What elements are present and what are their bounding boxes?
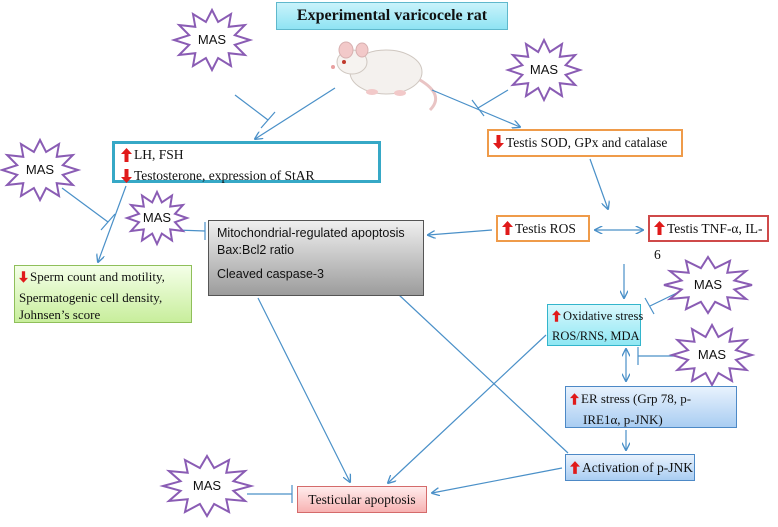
testicular-apoptosis-text: Testicular apoptosis [308,492,416,507]
oxidative-line-1: Oxidative stress [563,309,644,323]
arrow-jnk-to-apoptosis [432,467,563,493]
mas-label-2: MAS [529,62,559,77]
arrow-rat-to-antioxidants [431,89,520,127]
er-stress-box: ER stress (Grp 78, p- IRE1α, p-JNK) [565,386,737,428]
hormones-line-2: Testosterone, expression of StAR [134,168,315,183]
sperm-line-2: Spermatogenic cell density, [19,289,163,305]
arrow-antioxidants-to-ros [589,158,608,209]
inhibit-mas-antioxidants-bar [471,99,485,117]
cytokines-box: Testis TNF-α, IL-6 [648,215,769,262]
hormones-line-1: LH, FSH [134,147,184,162]
red-up-arrow-icon [570,392,579,411]
er-line-1: ER stress (Grp 78, p- [581,391,692,406]
inhibit-mas-sperm-bar [100,213,116,231]
er-line-2: IRE1α, p-JNK) [583,412,663,427]
inhibit-mas-hormones [234,94,269,121]
inhibitors-layer [61,89,686,503]
inhibit-mas-antioxidants [477,89,509,109]
sperm-line-3: Johnsen’s score [19,307,101,322]
mito-line-2: Bax:Bcl2 ratio [217,243,295,257]
mito-apoptosis-box: Mitochondrial-regulated apoptosis Bax:Bc… [208,220,424,296]
mas-stars-layer [0,7,756,518]
cytokines-text: Testis TNF-α, IL-6 [654,221,763,262]
antioxidants-box: Testis SOD, GPx and catalase [487,129,683,157]
title-text: Experimental varicocele rat [296,7,488,24]
title-box: Experimental varicocele rat [276,2,508,30]
mas-star-5 [663,255,753,315]
red-up-arrow-icon [552,309,561,328]
arrow-hormones-to-sperm [98,185,127,262]
mas-star-4 [123,189,191,247]
mito-line-1: Mitochondrial-regulated apoptosis [217,226,405,240]
inhibit-mas-sperm [61,187,109,223]
mito-line-3: Cleaved caspase-3 [217,267,325,281]
arrow-mito-to-apoptosis [257,297,350,482]
mas-star-7 [159,454,255,518]
mas-label-1: MAS [197,32,227,47]
red-down-arrow-icon [493,134,504,158]
arrow-rat-to-hormones [255,87,336,139]
mas-star-6 [668,322,756,388]
sperm-box: Sperm count and motility, Spermatogenic … [14,265,192,323]
testis-ros-box: Testis ROS [496,215,590,242]
mas-label-4: MAS [142,210,172,225]
mas-star-3 [0,137,82,203]
oxidative-line-2: ROS/RNS, MDA [552,329,640,343]
mas-label-3: MAS [25,162,55,177]
mas-label-5: MAS [693,277,723,292]
red-down-arrow-icon [121,169,132,188]
mas-label-7: MAS [192,478,222,493]
testis-ros-text: Testis ROS [515,221,576,236]
mas-star-1 [170,7,254,73]
rat-image [331,41,438,112]
antioxidants-text: Testis SOD, GPx and catalase [506,135,668,150]
jnk-text: Activation of p-JNK [582,460,693,475]
jnk-box: Activation of p-JNK [565,454,695,481]
oxidative-stress-box: Oxidative stress ROS/RNS, MDA [547,304,644,346]
red-up-arrow-icon [121,148,132,167]
mas-label-6: MAS [697,347,727,362]
mas-star-2 [504,37,584,103]
testicular-apoptosis-box: Testicular apoptosis [297,486,427,513]
hormones-box: LH, FSH Testosterone, expression of StAR [112,141,381,183]
inhibit-mas-oxidative-bar [644,297,655,315]
arrow-ros-to-mito [428,229,493,235]
red-up-arrow-icon [654,220,665,243]
red-down-arrow-icon [19,270,28,289]
red-up-arrow-icon [570,458,580,483]
sperm-line-1: Sperm count and motility, [30,269,165,284]
inhibit-mas-hormones-bar [260,111,276,129]
arrow-oxidative-to-apoptosis [388,334,547,483]
red-up-arrow-icon [502,220,513,243]
